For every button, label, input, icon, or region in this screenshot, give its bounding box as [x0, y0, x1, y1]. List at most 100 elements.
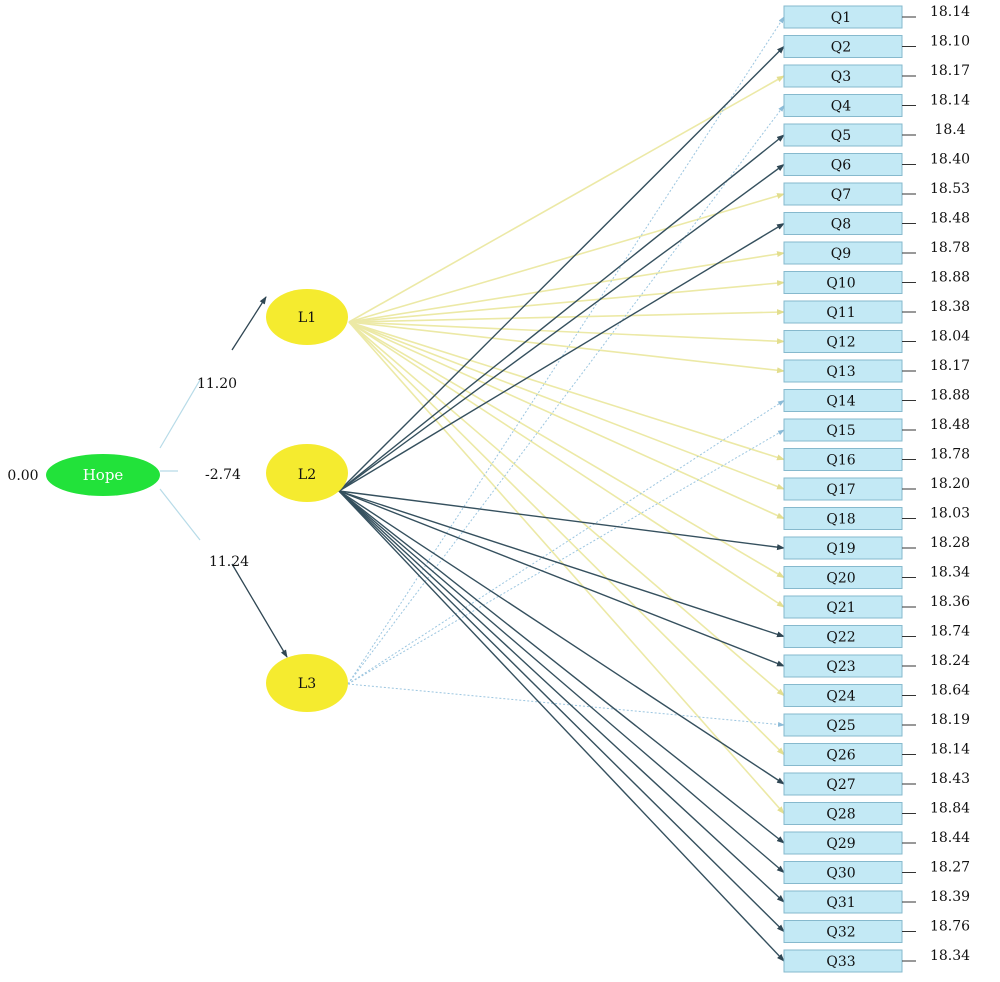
item-label: Q19 — [826, 541, 855, 557]
item-value: 18.74 — [930, 624, 970, 640]
item-value: 18.4 — [934, 122, 965, 138]
item-label: Q29 — [826, 836, 855, 852]
path-l3-q25 — [347, 683, 785, 727]
path-l1-q12 — [348, 321, 785, 345]
path-l1-q26 — [348, 321, 785, 756]
item-value: 18.14 — [930, 93, 970, 109]
item-label: Q17 — [826, 482, 855, 498]
item-label: Q24 — [826, 689, 855, 705]
item-label: Q22 — [826, 630, 855, 646]
item-label: Q23 — [826, 659, 855, 675]
item-value: 18.78 — [930, 447, 970, 463]
coefficient-hope-l2: -2.74 — [205, 467, 241, 483]
path-l1-q7 — [348, 193, 785, 323]
item-value: 18.03 — [930, 506, 970, 522]
item-value: 18.36 — [930, 594, 970, 610]
path-l2-q31 — [338, 490, 785, 903]
item-value: 18.76 — [930, 919, 970, 935]
path-l1-q13 — [348, 321, 785, 374]
root-node-value: 0.00 — [7, 468, 38, 484]
item-q23: Q23 18.24 — [783, 653, 970, 678]
path-l1-q11 — [348, 309, 785, 323]
path-hope-l3-start — [159, 488, 201, 541]
item-q22: Q22 18.74 — [783, 624, 970, 648]
latent-node-l3-ellipse — [266, 654, 348, 712]
item-label: Q33 — [826, 954, 855, 970]
item-value: 18.53 — [930, 181, 970, 197]
path-l3-q1 — [347, 16, 785, 685]
path-l1-q18 — [348, 321, 785, 520]
item-label: Q5 — [831, 128, 851, 144]
item-value: 18.04 — [930, 329, 970, 345]
path-l2-q32 — [338, 490, 785, 933]
item-value: 18.48 — [930, 211, 970, 227]
item-label: Q9 — [831, 246, 851, 262]
item-value: 18.39 — [930, 889, 970, 905]
latent-node-l2: L2 — [266, 444, 348, 502]
path-hope-l1-end — [231, 296, 267, 351]
item-q28: Q28 18.84 — [783, 801, 970, 825]
path-l1-q20 — [348, 321, 785, 579]
path-l2-q6 — [338, 163, 785, 492]
item-value: 18.17 — [930, 63, 970, 79]
path-l2-q30 — [338, 490, 785, 874]
path-l3-q4 — [347, 104, 785, 685]
item-label: Q18 — [826, 512, 855, 528]
item-label: Q27 — [826, 777, 855, 793]
item-value: 18.24 — [930, 653, 970, 669]
path-l2-q8 — [338, 222, 785, 492]
item-value: 18.88 — [930, 270, 970, 286]
path-l1-q17 — [348, 321, 785, 490]
item-label: Q1 — [831, 10, 851, 26]
root-node-ellipse — [46, 454, 160, 496]
latent-node-l1-label: L1 — [298, 310, 316, 326]
item-value: 18.38 — [930, 299, 970, 315]
item-label: Q8 — [831, 217, 851, 233]
path-hope-l1-start — [159, 379, 201, 449]
path-l3-q14 — [347, 399, 785, 685]
item-value: 18.44 — [930, 830, 970, 846]
item-value: 18.27 — [930, 860, 970, 876]
item-label: Q2 — [831, 40, 851, 56]
item-label: Q11 — [826, 305, 855, 321]
path-l2-q29 — [338, 490, 785, 844]
item-label: Q28 — [826, 807, 855, 823]
item-value: 18.34 — [930, 948, 970, 964]
path-l1-q16 — [348, 321, 785, 461]
item-value: 18.78 — [930, 240, 970, 256]
path-l2-q33 — [338, 490, 785, 962]
latent-node-l1-ellipse — [266, 289, 348, 345]
latent-node-l3-label: L3 — [298, 676, 316, 692]
latent-node-l3: L3 — [266, 654, 348, 712]
item-q9: Q9 18.78 — [783, 240, 970, 265]
path-l1-q3 — [348, 75, 785, 323]
item-label: Q10 — [826, 276, 855, 292]
item-label: Q25 — [826, 718, 855, 734]
item-value: 18.17 — [930, 358, 970, 374]
path-hope-l3-end — [231, 563, 288, 658]
latent-node-l2-label: L2 — [298, 467, 316, 483]
path-l1-q10 — [348, 280, 785, 323]
root-node-label: Hope — [83, 466, 124, 484]
item-q8: Q8 18.48 — [783, 211, 970, 235]
item-q18: Q18 18.03 — [783, 506, 970, 530]
item-value: 18.84 — [930, 801, 970, 817]
item-paths-layer — [338, 16, 785, 962]
item-label: Q21 — [826, 600, 855, 616]
path-l2-q27 — [338, 490, 785, 785]
